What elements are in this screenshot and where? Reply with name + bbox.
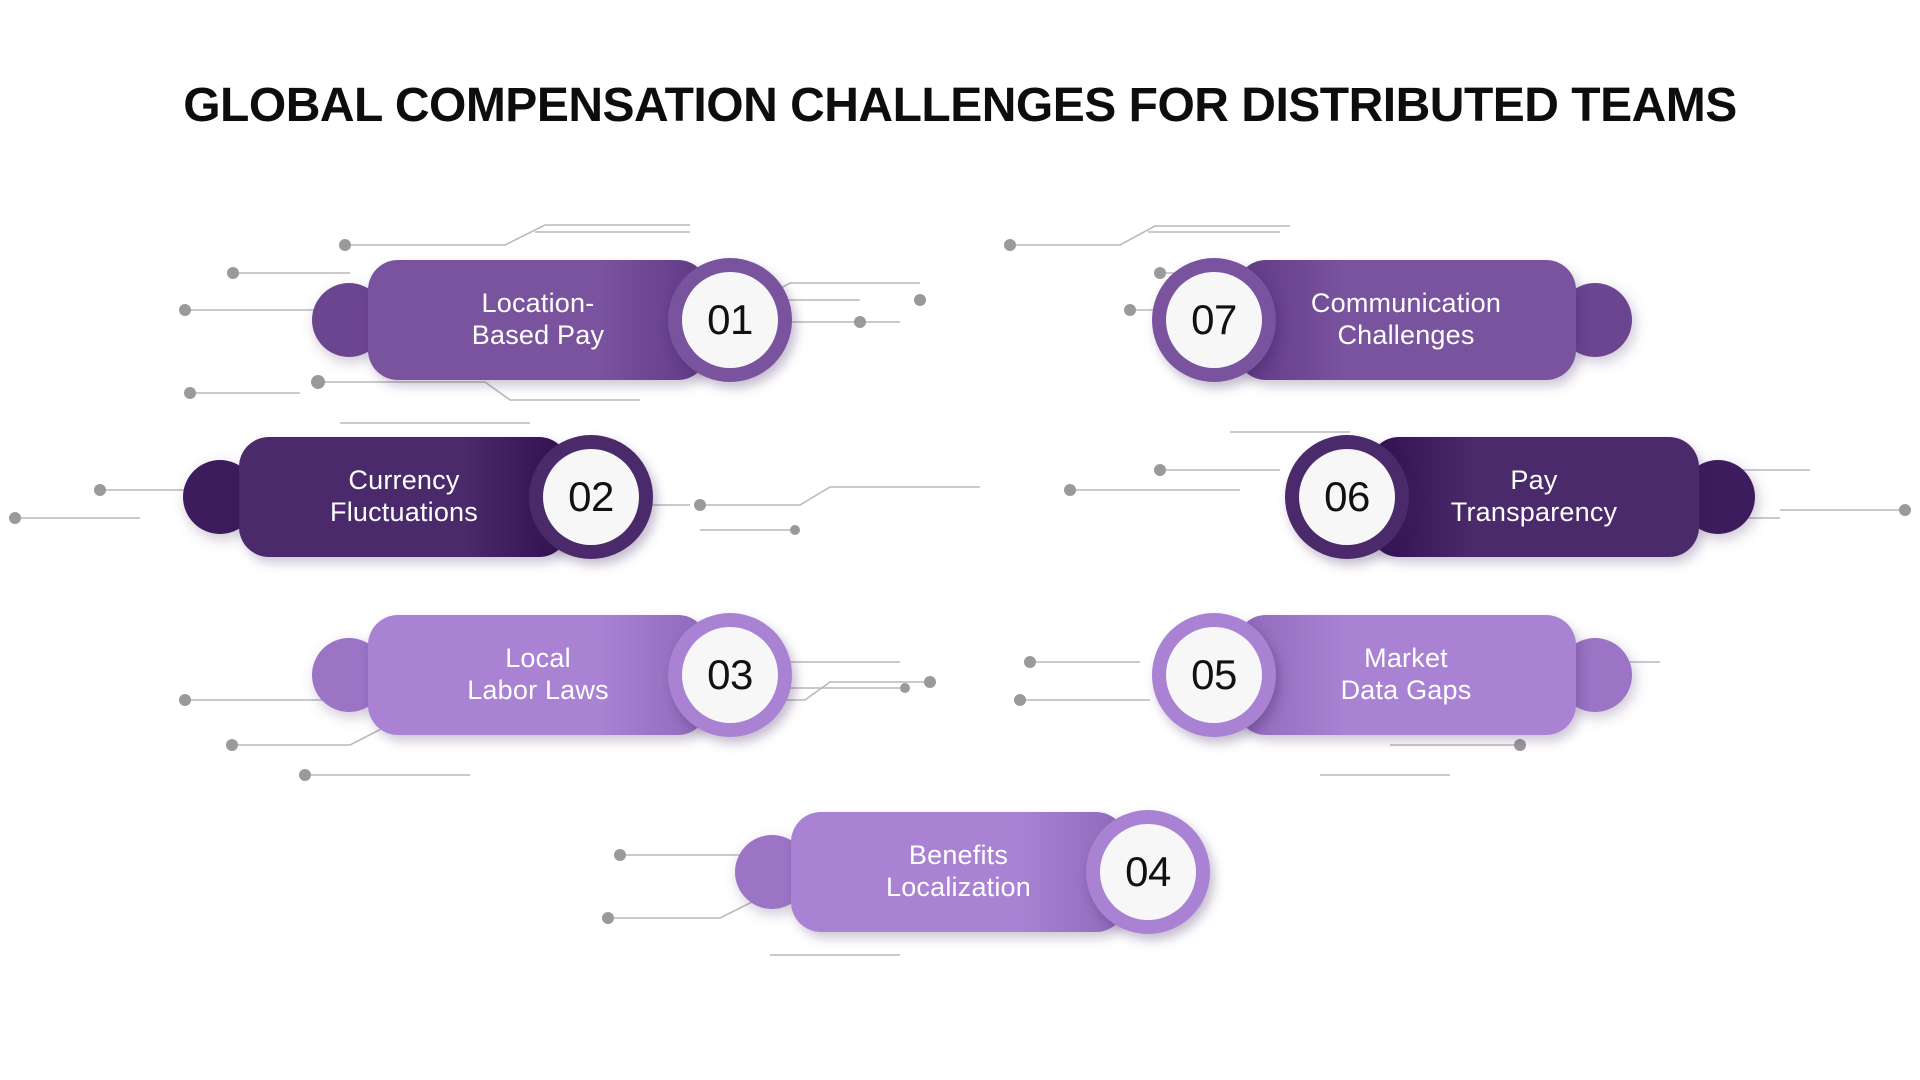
item-05-number: 05 (1166, 627, 1262, 723)
item-07-label: Communication Challenges (1310, 288, 1502, 350)
item-06-label: Pay Transparency (1450, 465, 1618, 527)
item-05-number-ring: 05 (1152, 613, 1276, 737)
item-05-label: Market Data Gaps (1340, 643, 1472, 705)
item-02-pill[interactable]: Currency Fluctuations (239, 437, 569, 557)
item-05[interactable]: Market Data Gaps 05 (1152, 613, 1632, 737)
item-07-number: 07 (1166, 272, 1262, 368)
item-06-number: 06 (1299, 449, 1395, 545)
item-02[interactable]: Currency Fluctuations 02 (183, 435, 653, 559)
item-01-number: 01 (682, 272, 778, 368)
item-02-number-ring: 02 (529, 435, 653, 559)
item-02-label: Currency Fluctuations (330, 465, 478, 527)
item-05-pill[interactable]: Market Data Gaps (1236, 615, 1576, 735)
item-01[interactable]: Location- Based Pay 01 (312, 258, 792, 382)
item-04-number-ring: 04 (1086, 810, 1210, 934)
item-03-label: Local Labor Laws (467, 643, 609, 705)
item-06[interactable]: Pay Transparency 06 (1285, 435, 1755, 559)
item-07[interactable]: Communication Challenges 07 (1152, 258, 1632, 382)
item-06-number-ring: 06 (1285, 435, 1409, 559)
item-03[interactable]: Local Labor Laws 03 (312, 613, 792, 737)
item-07-number-ring: 07 (1152, 258, 1276, 382)
item-03-number: 03 (682, 627, 778, 723)
item-07-pill[interactable]: Communication Challenges (1236, 260, 1576, 380)
item-04-label: Benefits Localization (886, 840, 1031, 902)
item-02-number: 02 (543, 449, 639, 545)
item-01-label: Location- Based Pay (471, 288, 605, 350)
item-04-pill[interactable]: Benefits Localization (791, 812, 1126, 932)
item-04-number: 04 (1100, 824, 1196, 920)
item-06-pill[interactable]: Pay Transparency (1369, 437, 1699, 557)
item-03-pill[interactable]: Local Labor Laws (368, 615, 708, 735)
item-03-number-ring: 03 (668, 613, 792, 737)
item-01-number-ring: 01 (668, 258, 792, 382)
page-title: GLOBAL COMPENSATION CHALLENGES FOR DISTR… (183, 79, 1737, 132)
item-04[interactable]: Benefits Localization 04 (735, 810, 1210, 934)
item-01-pill[interactable]: Location- Based Pay (368, 260, 708, 380)
